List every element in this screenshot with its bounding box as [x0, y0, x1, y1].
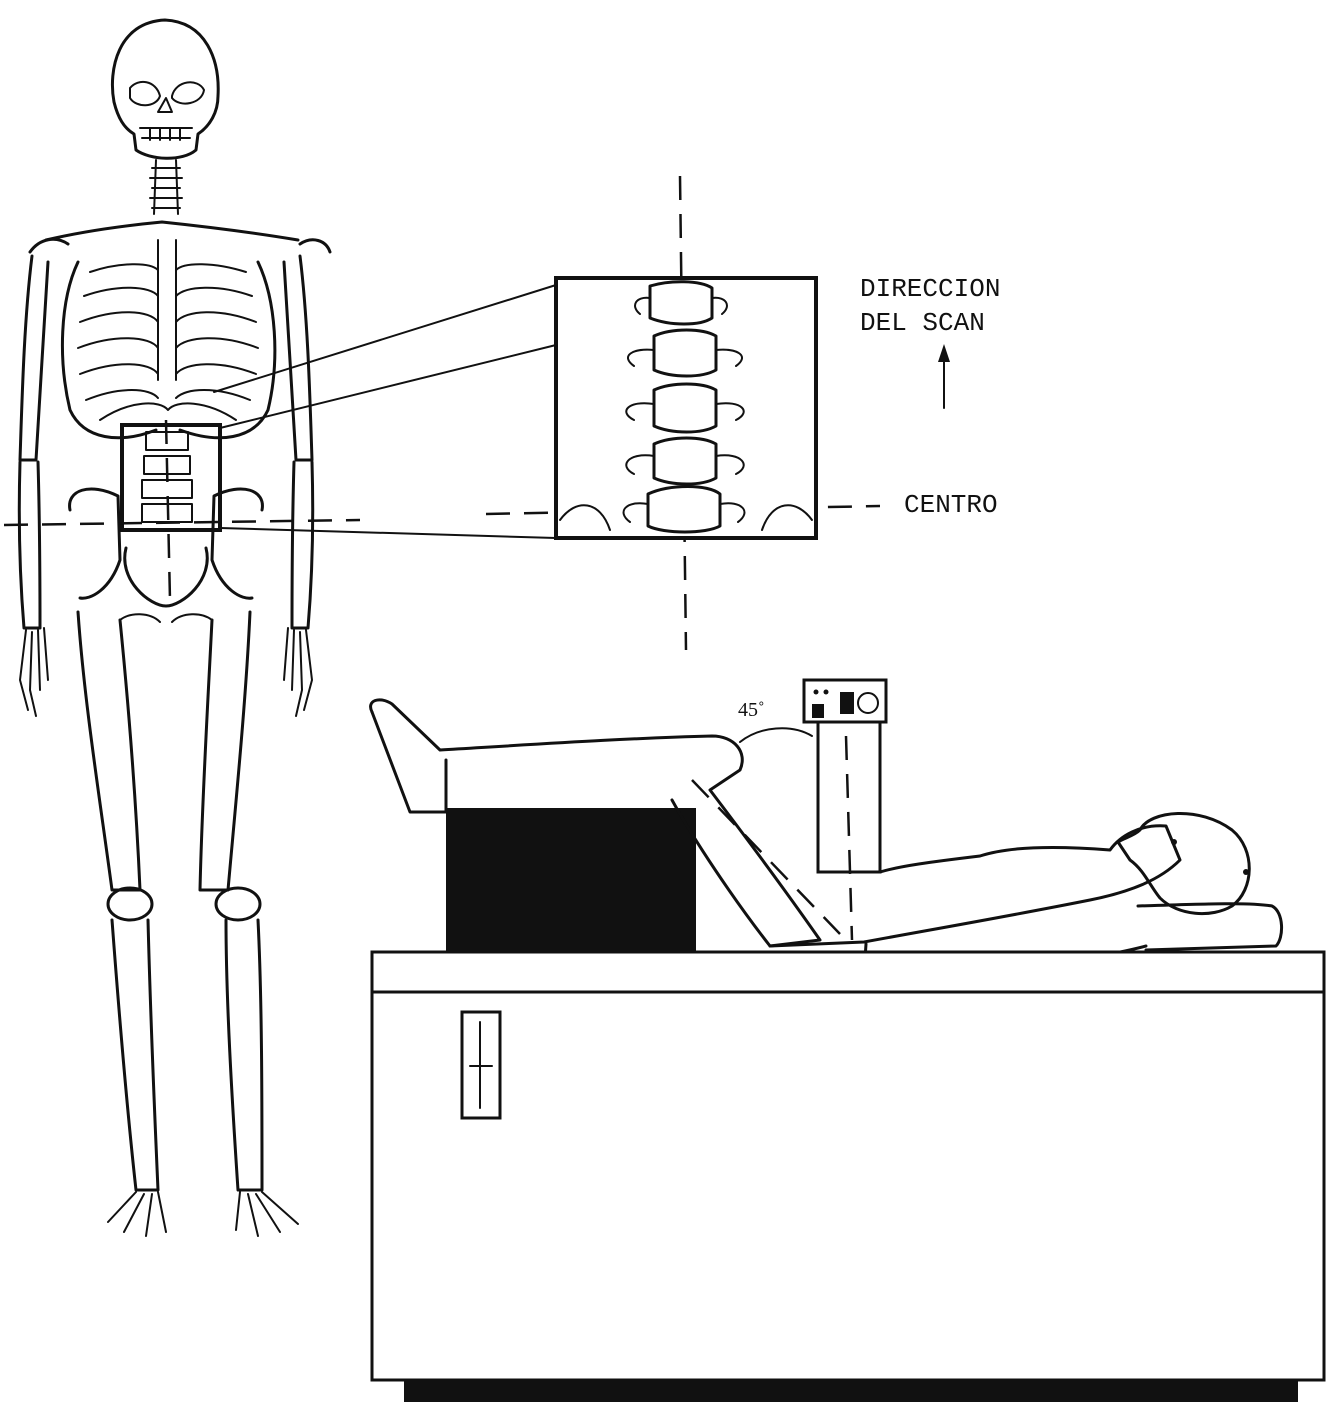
cervical-spine	[150, 160, 182, 214]
angle-arc	[740, 728, 812, 742]
skull	[112, 20, 218, 158]
pelvis	[70, 489, 263, 622]
scanner-table	[372, 952, 1324, 1402]
left-leg	[78, 612, 166, 1236]
clavicles	[46, 222, 298, 240]
scan-direction-label-line2: DEL SCAN	[860, 308, 985, 338]
angle-label: 45˚	[738, 699, 765, 721]
right-arm	[284, 256, 313, 716]
skeleton-figure	[19, 20, 330, 1236]
spine-inset	[556, 278, 816, 538]
scan-direction-arrow-icon	[938, 344, 950, 408]
right-leg	[200, 612, 298, 1236]
scanner-arm	[804, 680, 886, 940]
positioning-block	[446, 808, 696, 954]
callout-lines	[214, 285, 556, 538]
region-of-interest-box	[122, 425, 220, 530]
pillow	[1138, 904, 1282, 950]
ribcage	[62, 240, 274, 438]
left-arm	[19, 256, 48, 716]
scan-direction-label-line1: DIRECCION	[860, 274, 1000, 304]
center-label: CENTRO	[904, 490, 998, 520]
